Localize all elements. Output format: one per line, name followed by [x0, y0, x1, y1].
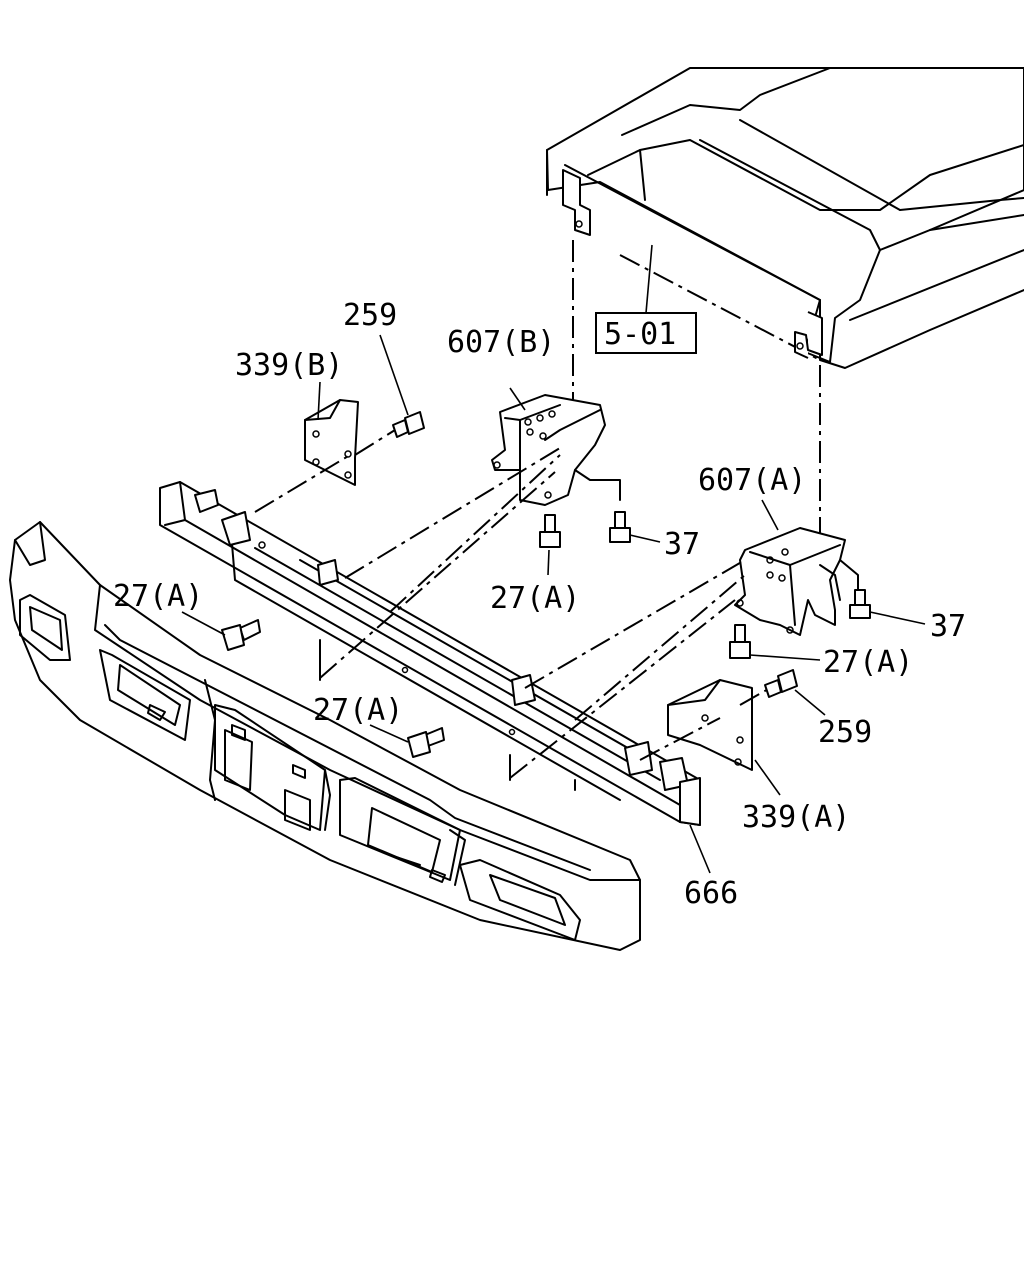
- label-27a-lower: 27(A): [313, 693, 403, 728]
- label-339b: 339(B): [235, 348, 343, 383]
- bolt-27a-right: [729, 624, 751, 659]
- label-27a-right: 27(A): [823, 645, 913, 680]
- label-27a-upper-mid: 27(A): [490, 581, 580, 616]
- part-labels: 259 339(B) 607(B) 607(A) 37 27(A) 27(A) …: [113, 298, 966, 911]
- label-259-left: 259: [343, 298, 397, 333]
- reference-box: 5-01: [595, 244, 697, 354]
- label-27a-left: 27(A): [113, 579, 203, 614]
- bolt-259-right: [764, 669, 798, 698]
- chassis-frame: [546, 67, 1024, 369]
- bolt-27a-upper-mid: [539, 514, 561, 548]
- label-339a: 339(A): [742, 800, 850, 835]
- label-607b: 607(B): [447, 325, 555, 360]
- assembly-lines: [254, 429, 771, 779]
- bumper-beam-666: [159, 481, 701, 826]
- plate-339b: [304, 399, 359, 486]
- reference-label-5-01: 5-01: [604, 317, 676, 352]
- bolt-27a-lower: [407, 727, 445, 758]
- bolt-27a-left: [221, 619, 261, 651]
- leader-lines: [181, 334, 926, 874]
- plate-339a: [667, 679, 753, 771]
- label-259-right: 259: [818, 715, 872, 750]
- bracket-607a: [734, 527, 859, 636]
- bolt-37-right: [849, 589, 871, 619]
- label-666: 666: [684, 876, 738, 911]
- bolt-259-left: [392, 411, 425, 438]
- bolt-37-upper: [609, 511, 631, 543]
- label-37-upper: 37: [664, 527, 700, 562]
- bracket-607b: [491, 394, 621, 506]
- bumper-face: [9, 521, 641, 951]
- label-37-right: 37: [930, 609, 966, 644]
- label-607a: 607(A): [698, 463, 806, 498]
